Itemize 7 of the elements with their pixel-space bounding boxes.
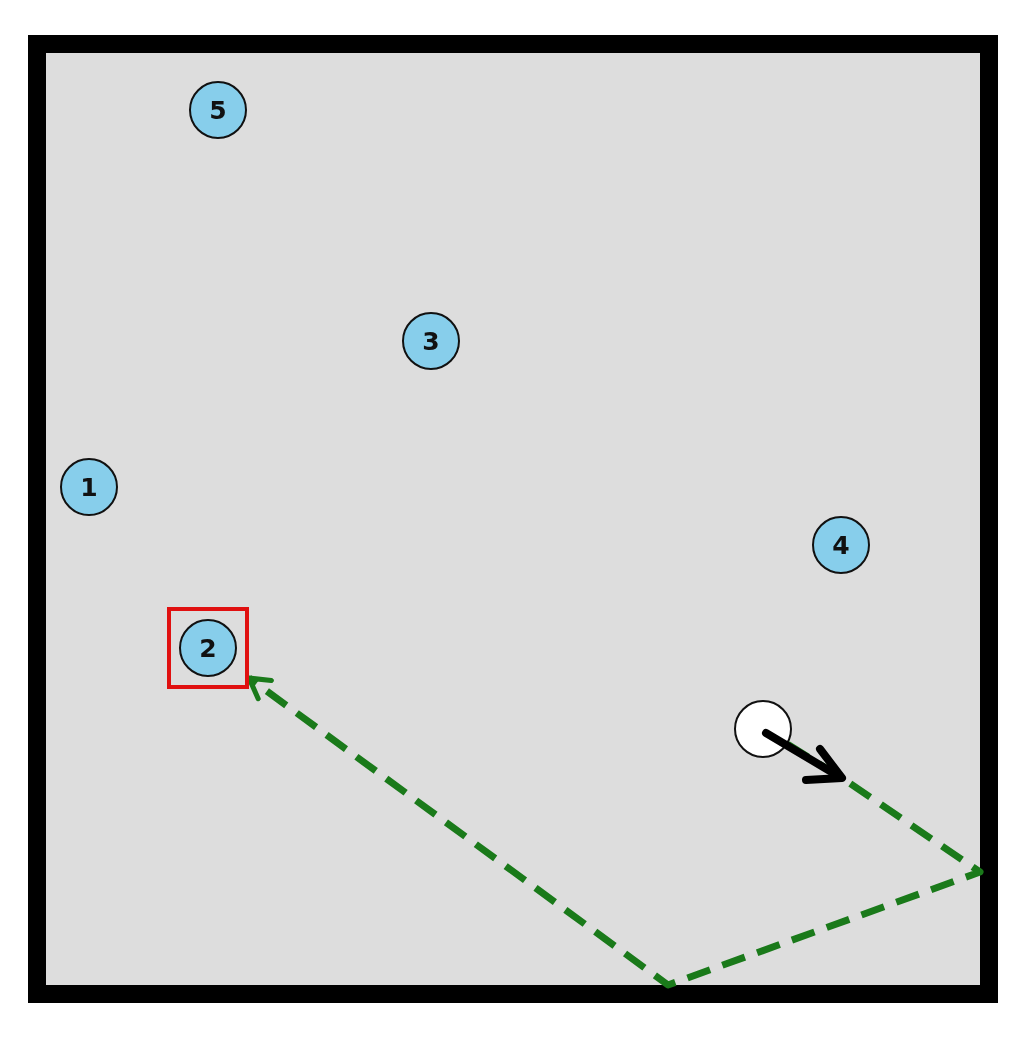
ball-number: 1: [80, 474, 98, 500]
target-square: [167, 607, 249, 689]
ball-number: 2: [199, 635, 217, 661]
ball-number: 4: [832, 532, 850, 558]
trajectory-arrow: [246, 675, 984, 989]
ball-number: 3: [422, 328, 440, 354]
ball-number: 5: [209, 97, 227, 123]
